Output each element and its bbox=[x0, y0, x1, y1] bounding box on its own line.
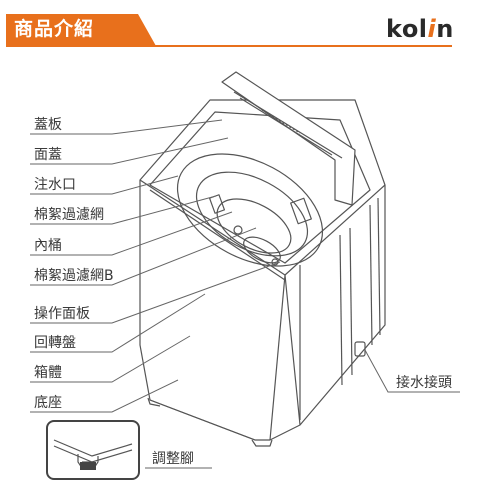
label-control-panel: 操作面板 bbox=[34, 306, 90, 322]
adjustable-foot-icon bbox=[53, 439, 133, 470]
label-water-connector: 接水接頭 bbox=[396, 375, 452, 391]
label-lint-filter-b: 棉絮過濾網B bbox=[34, 268, 114, 284]
label-lint-filter: 棉絮過濾網 bbox=[34, 207, 104, 223]
label-inner-tub: 內桶 bbox=[34, 238, 62, 254]
header-tab-shape bbox=[6, 14, 156, 46]
label-lid: 蓋板 bbox=[34, 117, 62, 133]
label-cabinet: 箱體 bbox=[34, 365, 62, 381]
header-divider bbox=[6, 45, 452, 47]
brand-logo: kolin bbox=[386, 14, 454, 44]
section-title: 商品介紹 bbox=[14, 18, 95, 40]
label-adjustable-foot: 調整腳 bbox=[152, 451, 194, 467]
brand-logo-suffix: n bbox=[436, 15, 454, 43]
brand-logo-accent: i bbox=[427, 15, 437, 43]
label-base: 底座 bbox=[34, 395, 62, 411]
label-top-cover: 面蓋 bbox=[34, 147, 62, 163]
brand-logo-prefix: kol bbox=[386, 15, 428, 43]
adjustable-foot-inset bbox=[46, 420, 140, 480]
section-header-tab bbox=[6, 14, 156, 46]
label-rotary-plate: 回轉盤 bbox=[34, 335, 76, 351]
label-water-inlet: 注水口 bbox=[34, 177, 76, 193]
